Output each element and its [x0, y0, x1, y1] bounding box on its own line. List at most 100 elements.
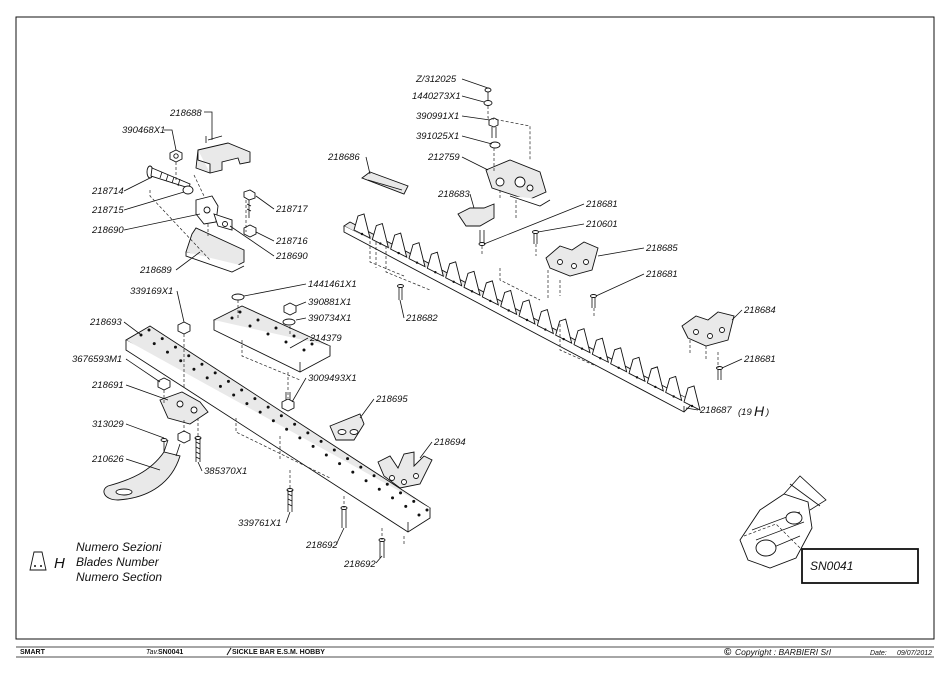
tooth-rivet	[672, 395, 675, 398]
part-390734-washer	[282, 318, 296, 326]
sickle-tooth	[371, 222, 390, 249]
bar-hole	[152, 342, 156, 346]
label-218717: 218717	[275, 204, 308, 215]
bar-hole	[372, 474, 376, 478]
tooth-rivet	[470, 290, 474, 293]
bar-hole	[359, 465, 363, 469]
part-212759-knife-head	[485, 159, 551, 207]
label-218692-a: 218692	[305, 540, 338, 551]
plate-hole	[230, 316, 234, 320]
plate-hole	[256, 318, 260, 322]
bar-hole	[324, 453, 328, 457]
part-339761-bolt	[286, 488, 294, 512]
label-218681-a: 218681	[585, 199, 618, 210]
label-339761: 339761X1	[238, 518, 281, 529]
bar-hole	[240, 388, 244, 392]
tooth-rivet	[379, 242, 382, 245]
tooth-rivet	[562, 337, 565, 341]
legend-line-2: Blades Number	[76, 555, 160, 569]
part-385370-screw	[194, 436, 202, 462]
label-339169: 339169X1	[130, 286, 173, 297]
bar-hole	[351, 470, 355, 474]
bar-hole	[293, 422, 297, 426]
plate-hole	[310, 342, 314, 346]
bar-hole	[338, 462, 342, 466]
bar-hole	[417, 513, 421, 517]
bar-hole	[391, 496, 395, 500]
label-218682: 218682	[405, 313, 438, 324]
label-1440273: 1440273X1	[412, 91, 461, 102]
tooth-rivet	[690, 404, 694, 408]
bar-hole	[319, 439, 323, 443]
bar-hole	[279, 414, 283, 418]
label-218695: 218695	[375, 394, 408, 405]
bar-hole	[253, 397, 257, 401]
part-3009493-bolt	[281, 392, 295, 412]
machine-location-thumbnail	[739, 475, 827, 569]
part-218688-guide-block	[195, 135, 251, 174]
footer-copyright-symbol: ©	[724, 647, 732, 658]
bar-hole	[311, 444, 315, 448]
part-210601-pin	[532, 230, 539, 244]
footer-title-slash	[226, 647, 232, 656]
label-210626: 210626	[91, 454, 124, 465]
bar-hole	[179, 359, 183, 363]
bar-hole	[404, 504, 408, 508]
sickle-tooth	[408, 242, 426, 268]
sickle-teeth	[353, 213, 701, 411]
tooth-rivet	[360, 232, 364, 236]
bar-hole	[271, 419, 275, 423]
sickle-tooth	[500, 289, 518, 316]
tooth-rivet	[599, 357, 602, 360]
bar-hole	[218, 384, 222, 388]
legend-line-3: Numero Section	[76, 570, 162, 584]
label-218689: 218689	[139, 265, 172, 276]
part-390991-bolt	[488, 117, 499, 138]
sickle-tooth	[426, 251, 445, 278]
label-218716: 218716	[275, 236, 308, 247]
plate-hole	[302, 348, 306, 352]
label-1441461: 1441461X1	[308, 279, 357, 290]
plate-hole	[284, 340, 288, 344]
part-390881-nut	[283, 302, 297, 316]
bar-hole	[173, 345, 177, 349]
sickle-tooth	[481, 280, 500, 306]
tooth-rivet	[654, 385, 657, 389]
bar-hole	[226, 379, 230, 383]
footer-title: SICKLE BAR E.S.M. HOBBY	[232, 649, 325, 656]
label-390881: 390881X1	[308, 297, 351, 308]
sickle-tooth	[353, 213, 371, 239]
code-box	[801, 548, 919, 584]
part-218689-plate	[185, 227, 245, 273]
label-385370: 385370X1	[204, 466, 247, 477]
part-1441461-washer	[231, 293, 245, 301]
footer-tav-label: Tav.	[146, 649, 159, 656]
tooth-rivet	[452, 280, 455, 283]
label-218687-h-symbol: H	[754, 403, 765, 419]
part-218681-screws	[590, 294, 723, 380]
label-218686: 218686	[327, 152, 360, 163]
legend: H Numero Sezioni Blades Number Numero Se…	[29, 540, 162, 584]
footer-date-label: Date:	[870, 650, 887, 657]
label-218681-b: 218681	[645, 269, 678, 280]
label-218681-c: 218681	[743, 354, 776, 365]
label-313029: 313029	[92, 419, 124, 430]
blade-section-icon	[29, 551, 47, 571]
part-210626-skid	[103, 439, 181, 501]
code-box-text: SN0041	[810, 559, 853, 573]
label-218715: 218715	[91, 205, 124, 216]
tooth-rivet	[415, 261, 419, 264]
tooth-rivet	[544, 328, 547, 331]
label-218687-close: )	[765, 407, 769, 418]
tooth-rivet	[507, 309, 510, 312]
label-218690-a: 218690	[91, 225, 124, 236]
bar-hole	[139, 333, 143, 337]
sickle-tooth	[665, 375, 683, 402]
footer-copyright: Copyright : BARBIERI Srl	[735, 647, 832, 657]
label-212759: 212759	[427, 152, 460, 163]
bar-hole	[399, 491, 403, 495]
label-218684: 218684	[743, 305, 776, 316]
part-218690-bracket	[195, 195, 233, 231]
sickle-tooth	[390, 232, 408, 258]
